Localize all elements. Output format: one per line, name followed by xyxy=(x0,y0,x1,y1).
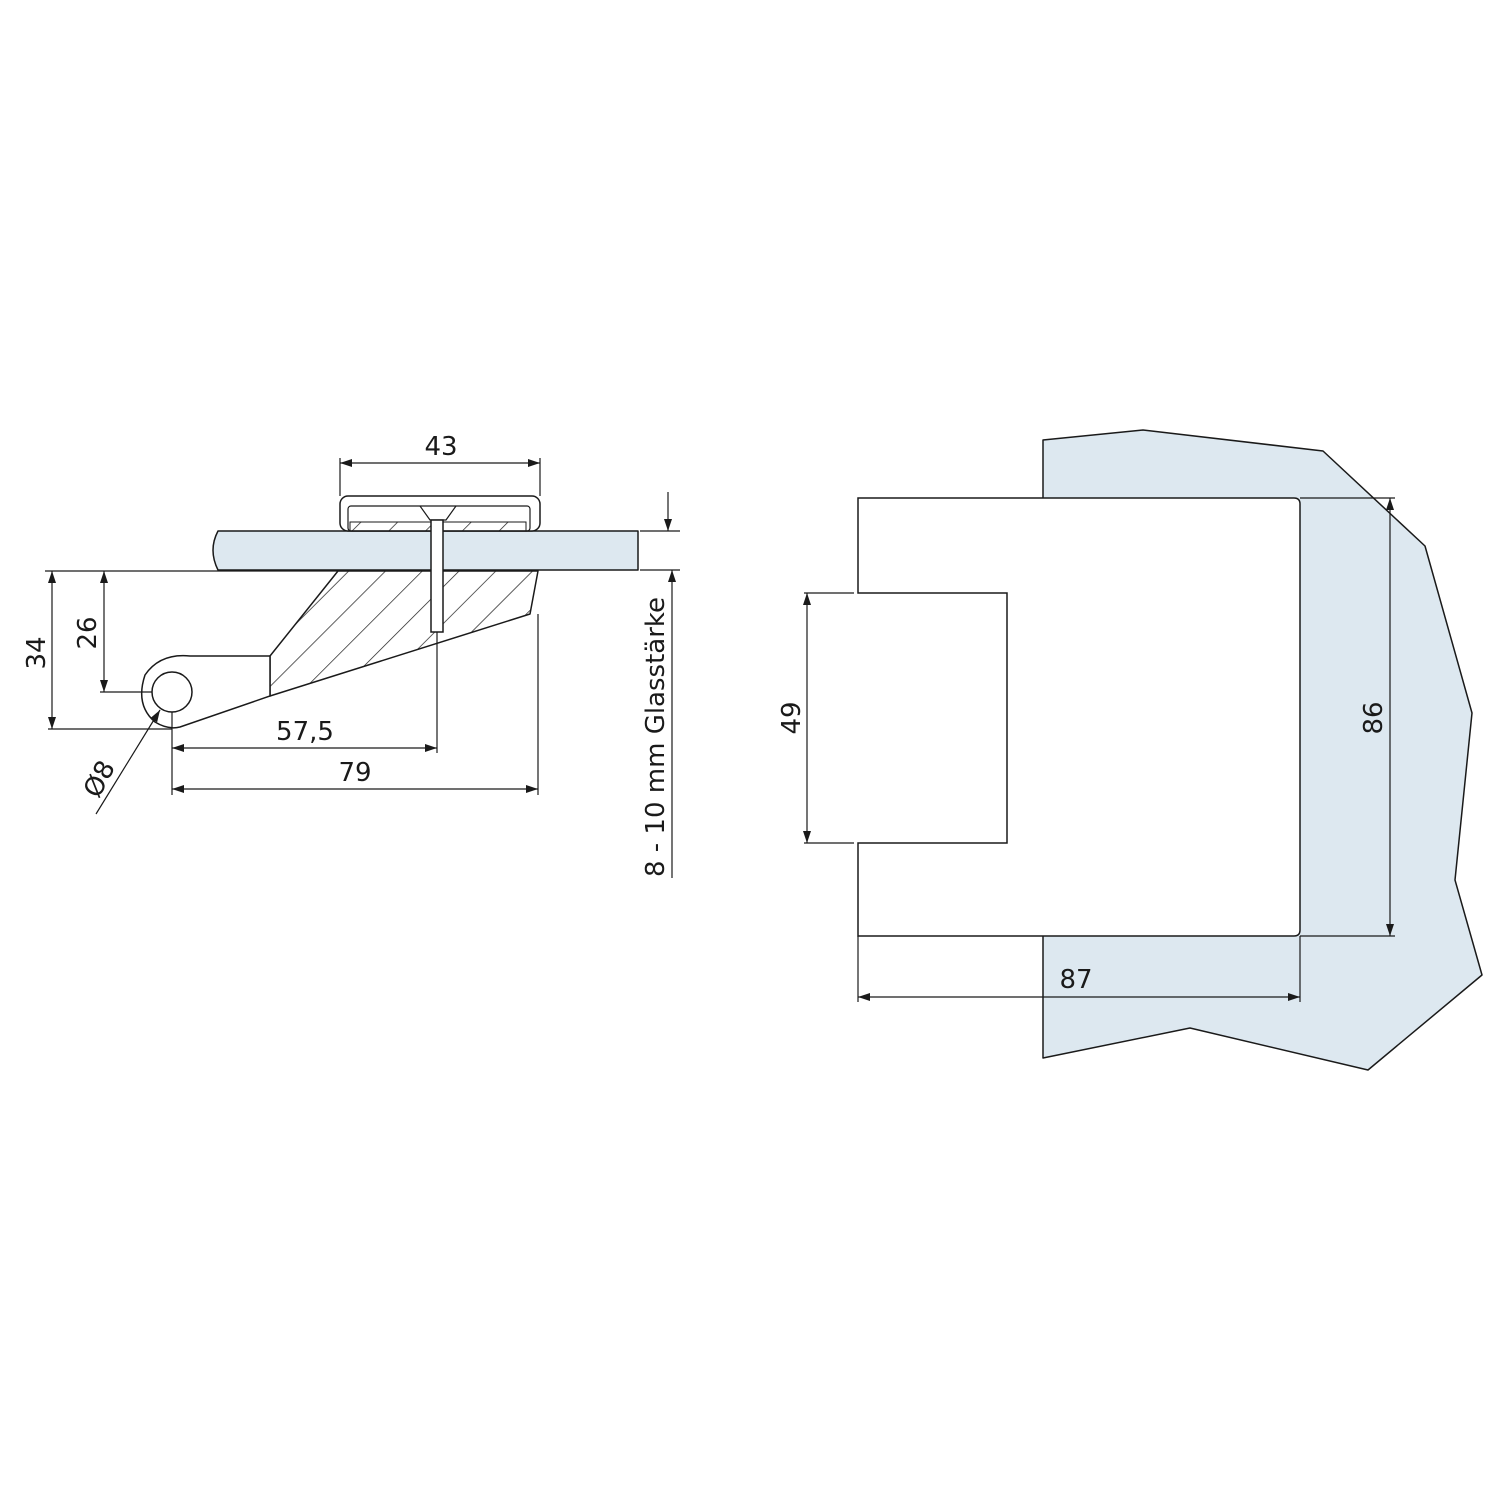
dim-57-5: 57,5 xyxy=(276,717,334,747)
dim-leader-pin xyxy=(95,709,161,815)
dim-pin-diameter: Ø8 xyxy=(78,756,122,803)
dim-87: 87 xyxy=(1059,965,1092,995)
hinge-plate xyxy=(857,497,1301,937)
front-view: 49 86 87 xyxy=(777,429,1483,1071)
dim-34: 34 xyxy=(22,636,52,669)
dim-79: 79 xyxy=(338,758,371,788)
hinge-body-section xyxy=(269,570,539,697)
dim-26: 26 xyxy=(73,616,103,649)
glass-thickness-label: 8 - 10 mm Glasstärke xyxy=(641,597,671,877)
fixing-screw xyxy=(430,519,444,633)
pivot-pin xyxy=(151,671,193,713)
dim-43: 43 xyxy=(424,432,457,462)
glass-panel-side xyxy=(212,530,639,571)
side-view: 43 34 26 57,5 79 Ø8 8 - 10 mm Glasstärke xyxy=(22,432,680,878)
dim-49: 49 xyxy=(777,701,807,734)
dim-86: 86 xyxy=(1359,701,1389,734)
